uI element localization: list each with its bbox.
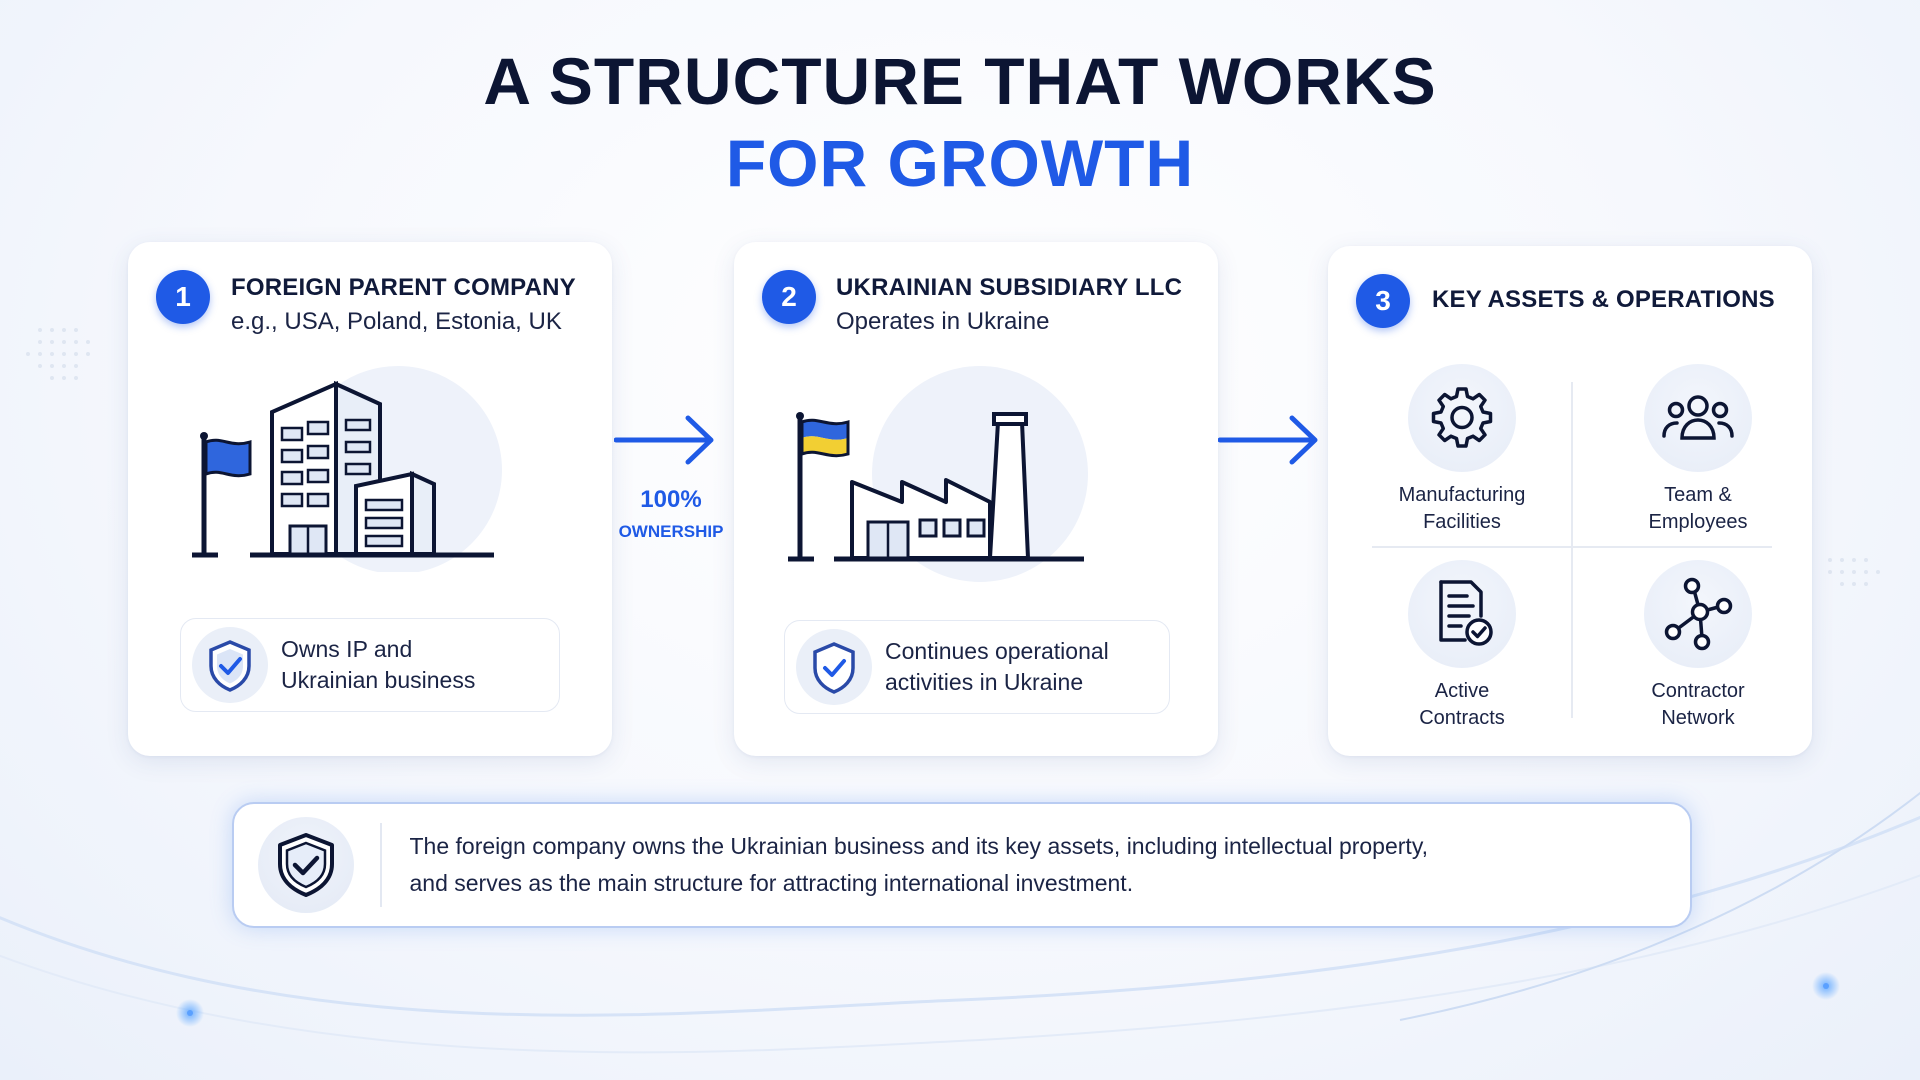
asset-label-line-2: Contracts: [1419, 707, 1505, 729]
small-building-icon: [354, 470, 436, 556]
asset-label-line-1: Active: [1434, 680, 1490, 702]
asset-network: Contractor Network: [1588, 560, 1808, 732]
asset-team: Team & Employees: [1588, 364, 1808, 536]
flag-icon: [192, 432, 252, 558]
summary-icon-wrap: [258, 817, 354, 913]
office-building-illustration: [192, 366, 502, 572]
note-text: Owns IP and Ukrainian business: [281, 634, 475, 696]
asset-label-line-1: Contractor: [1651, 680, 1745, 702]
step-badge-2: 2: [762, 270, 816, 324]
card-ukrainian-subsidiary: 2 UKRAINIAN SUBSIDIARY LLC Operates in U…: [734, 242, 1218, 756]
asset-label-line-2: Employees: [1648, 511, 1748, 533]
factory-icon: [850, 412, 1031, 560]
note-line-1: Continues operational: [885, 638, 1109, 664]
contract-icon: [1439, 580, 1493, 646]
step-badge-1: 1: [156, 270, 210, 324]
asset-label-line-2: Network: [1661, 707, 1735, 729]
asset-manufacturing: Manufacturing Facilities: [1352, 364, 1572, 536]
asset-label: Active Contracts: [1352, 678, 1572, 732]
team-icon: [1662, 395, 1734, 440]
note-line-1: Owns IP and: [281, 636, 413, 662]
card-subtitle: Operates in Ukraine: [836, 308, 1050, 335]
note-operations: Continues operational activities in Ukra…: [784, 620, 1170, 714]
arrow-right-icon: [1218, 415, 1318, 465]
ownership-percent: 100%: [640, 486, 702, 513]
grid-divider-horizontal: [1372, 546, 1772, 548]
shield-check-icon: [192, 627, 268, 703]
asset-label-line-1: Team &: [1664, 484, 1732, 506]
summary-separator: [380, 823, 382, 907]
card-foreign-parent-company: 1 FOREIGN PARENT COMPANY e.g., USA, Pola…: [128, 242, 612, 756]
note-text: Continues operational activities in Ukra…: [885, 636, 1109, 698]
card-key-assets: 3 KEY ASSETS & OPERATIONS Manufacturing …: [1328, 246, 1812, 756]
grid-divider-vertical: [1571, 382, 1573, 718]
card-subtitle: e.g., USA, Poland, Estonia, UK: [231, 308, 562, 335]
note-line-2: activities in Ukraine: [885, 669, 1084, 695]
gear-icon: [1431, 387, 1493, 448]
note-owns-ip: Owns IP and Ukrainian business: [180, 618, 560, 712]
title-line-1: A STRUCTURE THAT WORKS: [483, 44, 1437, 118]
asset-label-line-2: Facilities: [1423, 511, 1501, 533]
arrow-right-icon: [614, 415, 714, 465]
asset-label: Manufacturing Facilities: [1352, 482, 1572, 536]
asset-label: Team & Employees: [1588, 482, 1808, 536]
asset-contracts: Active Contracts: [1352, 560, 1572, 732]
network-icon: [1664, 577, 1733, 651]
card-title: UKRAINIAN SUBSIDIARY LLC: [836, 274, 1183, 301]
note-line-2: Ukrainian business: [281, 667, 476, 693]
ownership-label: OWNERSHIP: [618, 522, 724, 541]
asset-label-line-1: Manufacturing: [1398, 484, 1526, 506]
summary-box: The foreign company owns the Ukrainian b…: [232, 802, 1692, 928]
summary-line-2: and serves as the main structure for att…: [409, 870, 1134, 896]
card-title: FOREIGN PARENT COMPANY: [231, 274, 576, 301]
title-line-2: FOR GROWTH: [725, 126, 1195, 200]
step-badge-3: 3: [1356, 274, 1410, 328]
asset-label: Contractor Network: [1588, 678, 1808, 732]
summary-text: The foreign company owns the Ukrainian b…: [410, 828, 1630, 902]
ukraine-flag-icon: [788, 412, 850, 562]
card-title: KEY ASSETS & OPERATIONS: [1432, 286, 1775, 313]
page-title: A STRUCTURE THAT WORKS FOR GROWTH: [0, 40, 1920, 204]
shield-check-icon: [278, 833, 334, 897]
factory-illustration: [788, 366, 1088, 582]
shield-check-icon: [796, 629, 872, 705]
summary-line-1: The foreign company owns the Ukrainian b…: [409, 833, 1429, 859]
